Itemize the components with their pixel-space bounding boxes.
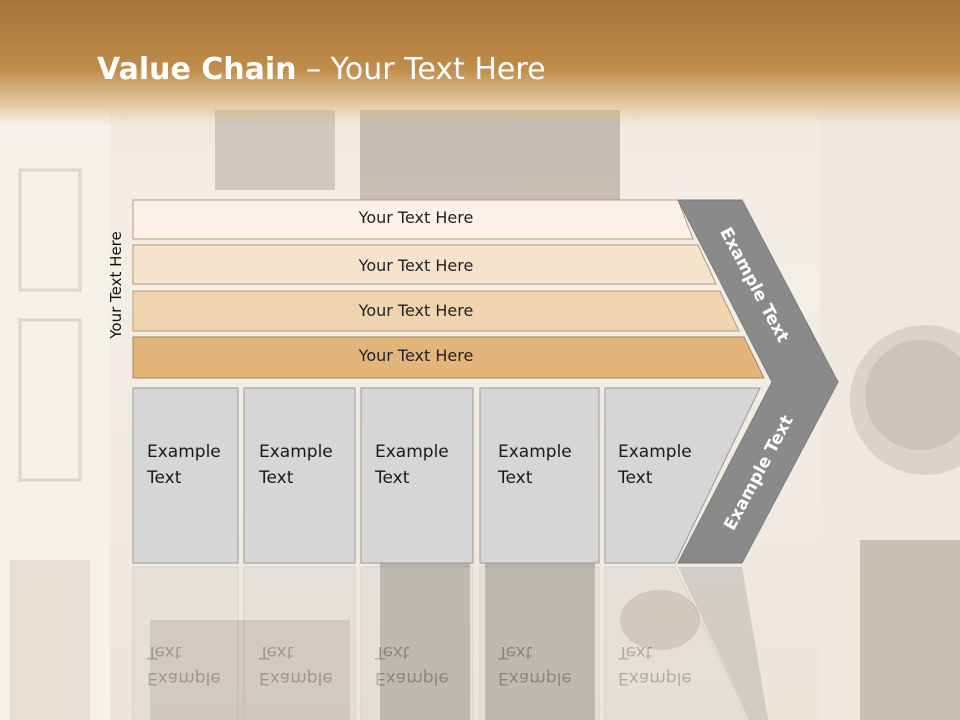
bar-3[interactable] xyxy=(132,290,740,332)
title-bold: Value Chain xyxy=(97,52,297,87)
reflection-cell-1-label: Example Text xyxy=(147,642,221,688)
chevron-arrow[interactable] xyxy=(677,199,839,564)
bar-4-label: Your Text Here xyxy=(358,346,474,365)
bar-1-label: Your Text Here xyxy=(358,208,474,227)
cell-5-box[interactable] xyxy=(604,387,761,564)
bar-2-label: Your Text Here xyxy=(358,256,474,275)
cell-2-box[interactable] xyxy=(243,387,356,564)
reflection-cell-2-label: Example Text xyxy=(259,642,333,688)
bar-2[interactable] xyxy=(132,244,717,285)
cell-1-box[interactable] xyxy=(132,387,239,564)
cell-5-label: Example Text xyxy=(618,442,692,488)
header-band xyxy=(0,0,960,125)
diagram-reflection: Example Text Example Text Example Text E… xyxy=(0,566,960,720)
title-rest: – Your Text Here xyxy=(296,52,546,87)
bar-3-label: Your Text Here xyxy=(358,301,474,320)
reflection-cell-4-label: Example Text xyxy=(498,642,572,688)
cell-3-label: Example Text xyxy=(375,442,449,488)
cell-4-box[interactable] xyxy=(479,387,600,564)
bar-4[interactable] xyxy=(132,336,765,379)
slide-title: Value Chain – Your Text Here xyxy=(97,52,546,87)
cell-3-box[interactable] xyxy=(360,387,474,564)
cell-2-label: Example Text xyxy=(259,442,333,488)
cell-4-label: Example Text xyxy=(498,442,572,488)
bar-1[interactable] xyxy=(132,199,694,240)
cell-1-label: Example Text xyxy=(147,442,221,488)
reflection-cell-3-label: Example Text xyxy=(375,642,449,688)
reflection-cell-5-label: Example Text xyxy=(618,642,692,688)
